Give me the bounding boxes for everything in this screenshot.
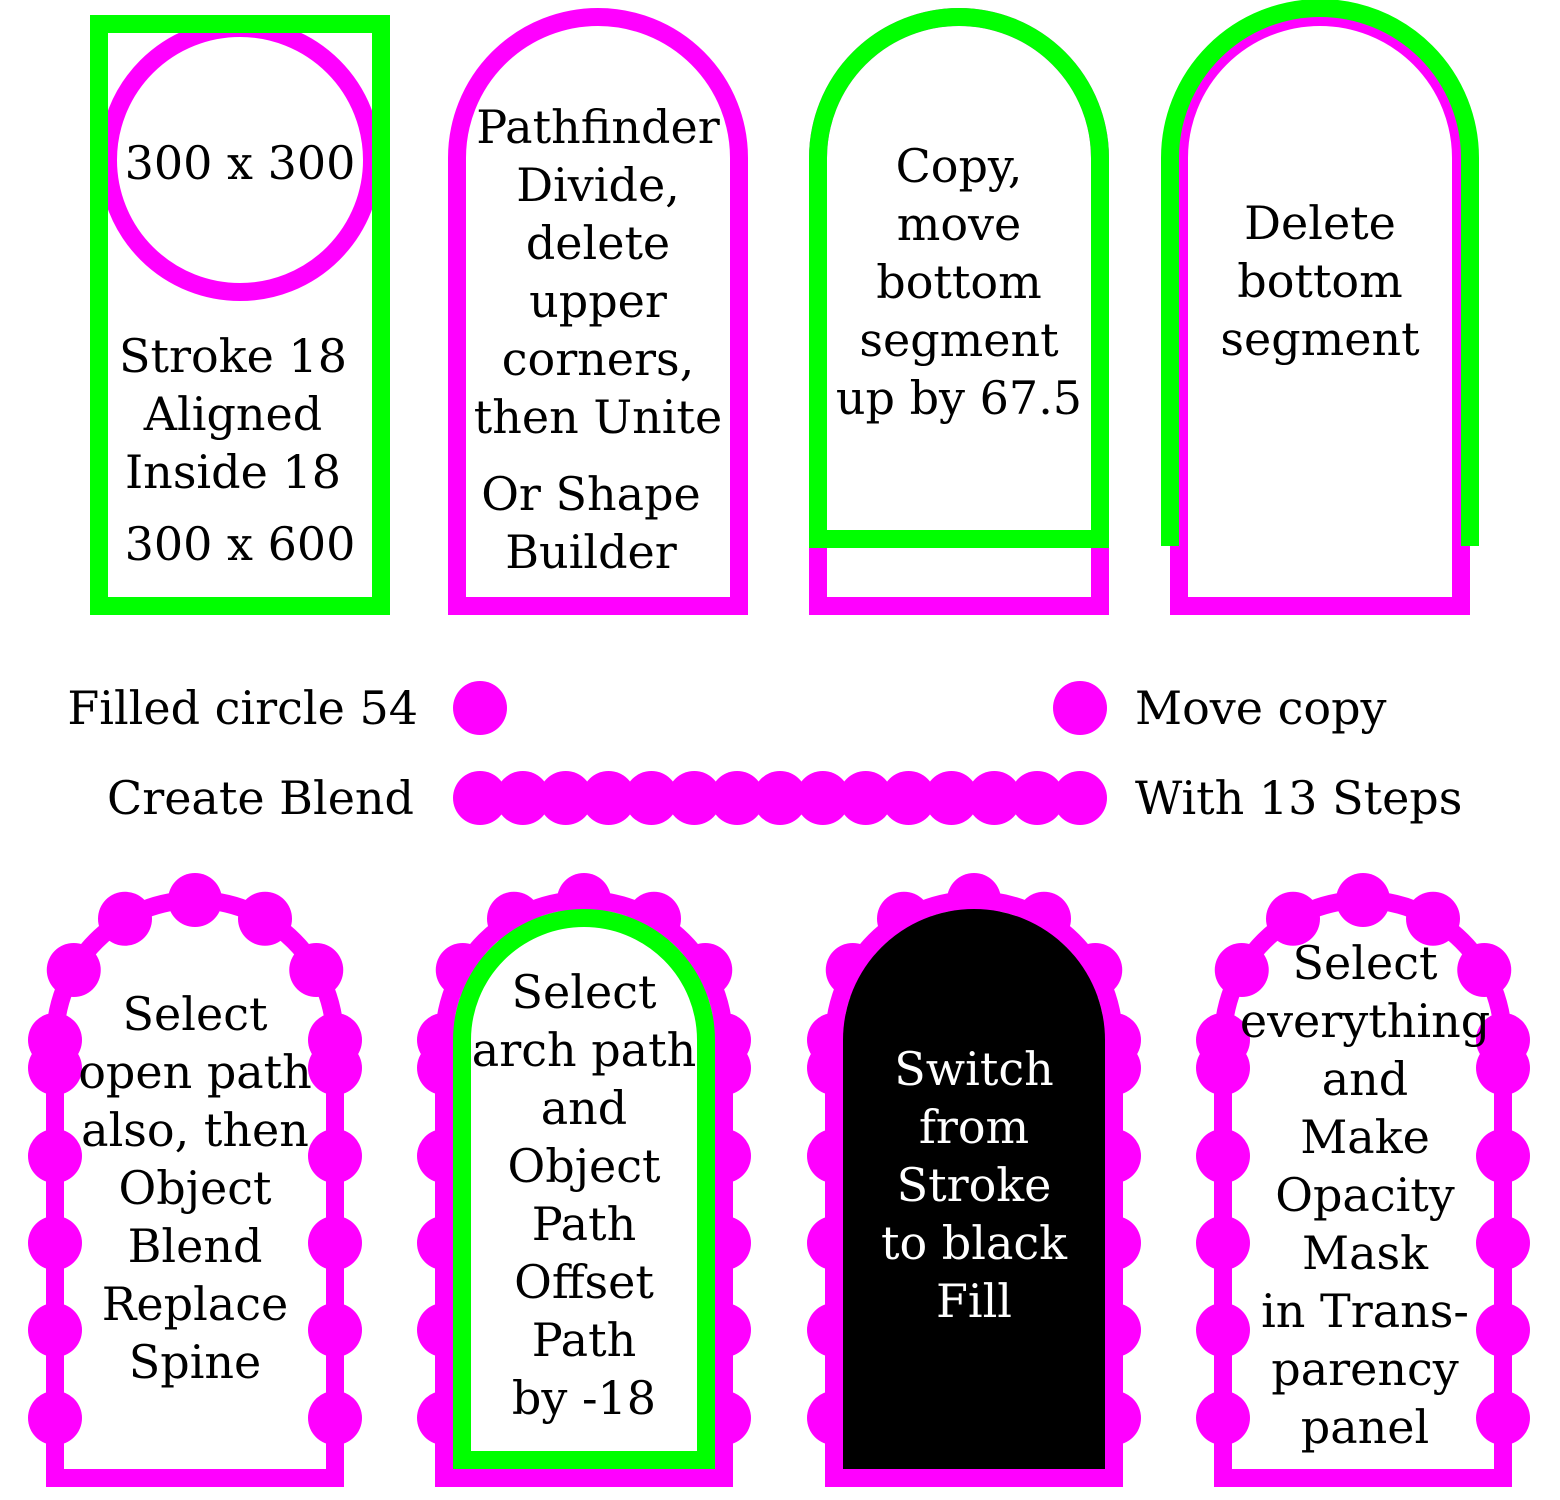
step1-group (90, 15, 390, 615)
blend-row (453, 771, 1107, 825)
step8-group (1196, 873, 1530, 1487)
step1-rect-label: 300 x 600 (124, 517, 356, 571)
step6-group (417, 873, 751, 1487)
spine-dot (1196, 1216, 1250, 1270)
spine-dot (289, 943, 344, 997)
step4-group (1161, 0, 1479, 615)
spine-dot (1476, 1041, 1530, 1095)
filled-circle (453, 681, 507, 735)
step3-label: Copy, move bottom segment up by 67.5 (835, 139, 1083, 425)
step2-alt-label: Or Shape Builder (481, 467, 701, 579)
spine-dot (1476, 1216, 1530, 1270)
blend-dot (924, 771, 979, 825)
blend-dot (667, 771, 722, 825)
spine-dot (46, 943, 101, 997)
spine-dot (1457, 943, 1512, 997)
step7-black-fill (843, 909, 1105, 1469)
filled-circle-label: Filled circle 54 (67, 681, 418, 735)
step6-offset-path (453, 909, 715, 1469)
step7-group (807, 873, 1141, 1487)
blend-dot (881, 771, 936, 825)
blend-dot (581, 771, 636, 825)
blend-dot (538, 771, 593, 825)
step6-label: Select arch path and Object Path Offset … (471, 965, 697, 1425)
spine-dot (1336, 873, 1390, 927)
move-copy-label: Move copy (1135, 681, 1387, 735)
blend-dot (453, 771, 507, 825)
spine-dot (1196, 1041, 1250, 1095)
spine-dot (1406, 891, 1460, 946)
spine-dot (28, 1129, 82, 1183)
blend-dot (838, 771, 893, 825)
spine-dot (28, 1303, 82, 1357)
create-blend-label: Create Blend (107, 771, 414, 825)
spine-dot (1196, 1303, 1250, 1357)
step8-dots (1196, 873, 1530, 1445)
step7-label: Switch from Stroke to black Fill (880, 1042, 1068, 1328)
spine-dot (308, 1041, 362, 1095)
step2-arch (448, 8, 748, 615)
spine-dot (98, 891, 152, 946)
blend-dot (753, 771, 807, 825)
spine-dot (308, 1129, 362, 1183)
spine-dot (28, 1391, 82, 1445)
moved-circle (1053, 681, 1107, 735)
step4-arch (1170, 8, 1470, 615)
step8-label: Select everything and Make Opacity Mask … (1239, 936, 1491, 1454)
steps-label: With 13 Steps (1135, 771, 1463, 825)
blend-dot (495, 771, 550, 825)
blend-dot (1053, 771, 1107, 825)
step1-circle-label: 300 x 300 (124, 136, 356, 190)
step5-dots (28, 873, 362, 1445)
spine-dot (1196, 1391, 1250, 1445)
spine-dot (238, 891, 292, 946)
blend-dot (710, 771, 765, 825)
blend-dot (1010, 771, 1065, 825)
step2-label: Pathfinder Divide, delete upper corners,… (473, 100, 723, 444)
step5-group (28, 873, 362, 1487)
spine-dot (1476, 1391, 1530, 1445)
spine-dot (308, 1391, 362, 1445)
step1-rectangle (90, 15, 390, 615)
blend-dot (795, 771, 850, 825)
spine-dot (1266, 891, 1320, 946)
spine-dot (28, 1216, 82, 1270)
step4-open-path (1161, 0, 1479, 546)
step5-label: Select open path also, then Object Blend… (78, 987, 312, 1389)
spine-dot (1476, 1303, 1530, 1357)
spine-dot (1476, 1129, 1530, 1183)
step4-label: Delete bottom segment (1220, 196, 1420, 366)
spine-dot (28, 1041, 82, 1095)
spine-dot (1214, 943, 1269, 997)
step3-moved-copy (809, 8, 1109, 548)
blend-dot (967, 771, 1022, 825)
spine-dot (1196, 1129, 1250, 1183)
step1-stroke-label: Stroke 18 Aligned Inside 18 (119, 329, 347, 499)
spine-dot (308, 1303, 362, 1357)
blend-dot (624, 771, 679, 825)
step3-group (809, 8, 1109, 615)
spine-dot (168, 873, 222, 927)
spine-dot (308, 1216, 362, 1270)
